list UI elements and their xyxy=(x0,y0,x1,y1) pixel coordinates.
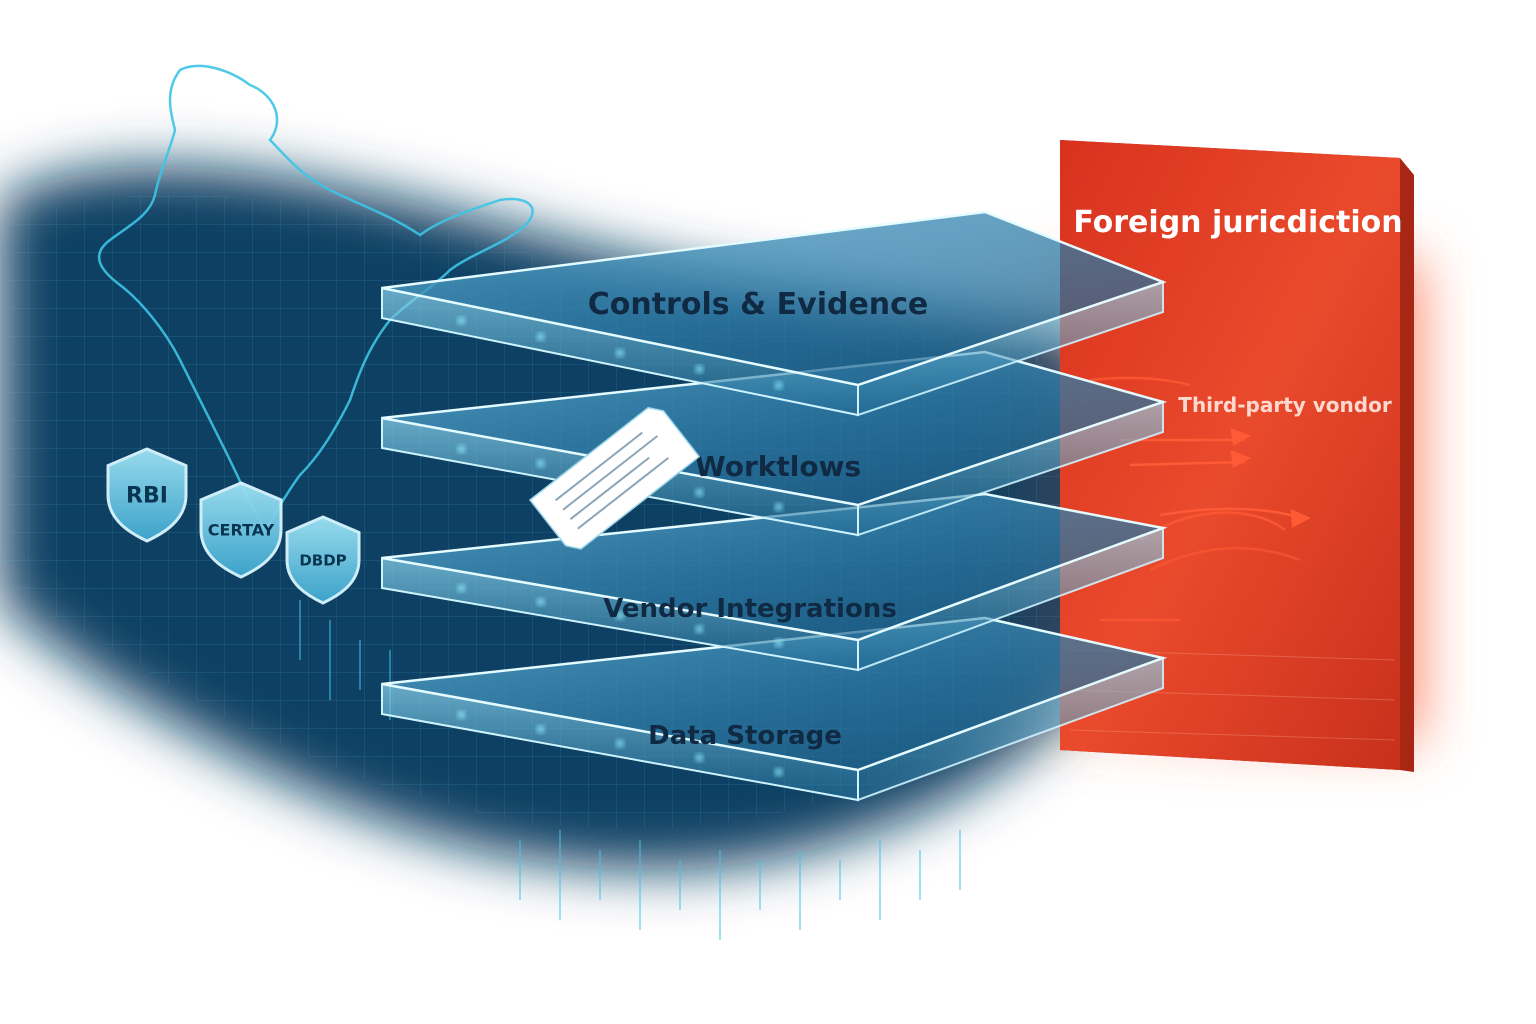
stack-layer-label: Worktlows xyxy=(695,450,861,483)
stack-layer-label: Controls & Evidence xyxy=(588,287,929,322)
circuit-node xyxy=(695,625,703,633)
regulatory-shields: RBI CERTAY DBDP xyxy=(106,447,361,605)
circuit-node xyxy=(695,489,703,496)
shield-label: RBI xyxy=(126,484,168,509)
circuit-node xyxy=(457,317,465,325)
stack-layer-label: Vendor Integrations xyxy=(603,594,897,624)
slab-top-face xyxy=(381,210,1167,387)
shield-label: DBDP xyxy=(299,551,346,569)
shield-icon: DBDP xyxy=(285,515,361,605)
circuit-node xyxy=(457,445,465,453)
document-icon xyxy=(528,406,701,550)
stack-layer: Vendor Integrations xyxy=(381,492,1168,672)
architecture-stack: Data Storage Vendor Integrations Worktlows… xyxy=(381,210,1168,802)
foreign-panel-subtitle: Third-party vondor xyxy=(1178,393,1392,417)
shield-icon: CERTAY xyxy=(199,481,283,579)
stack-layer: Controls & Evidence xyxy=(381,210,1167,417)
cross-border-data-flows xyxy=(1089,376,1311,622)
circuit-node xyxy=(616,740,624,747)
foreign-panel-title: Foreign juricdiction xyxy=(1073,205,1402,240)
circuit-node xyxy=(616,612,624,619)
circuit-node xyxy=(457,711,465,719)
circuit-node xyxy=(537,333,545,341)
circuit-node xyxy=(775,381,783,389)
circuit-node xyxy=(775,768,783,776)
circuit-node xyxy=(695,754,703,762)
circuit-node xyxy=(537,460,545,467)
circuit-node xyxy=(775,639,783,647)
circuit-node xyxy=(537,598,545,606)
circuit-node xyxy=(695,365,703,373)
circuit-node xyxy=(457,584,465,592)
india-outline-map-icon xyxy=(98,64,534,533)
circuit-node xyxy=(616,349,624,357)
circuit-node xyxy=(537,725,545,733)
shield-label: CERTAY xyxy=(208,521,275,540)
stack-layer: Data Storage xyxy=(381,616,1168,802)
circuit-node xyxy=(775,503,783,511)
stack-layer-label: Data Storage xyxy=(648,721,842,751)
shield-icon: RBI xyxy=(106,447,188,543)
